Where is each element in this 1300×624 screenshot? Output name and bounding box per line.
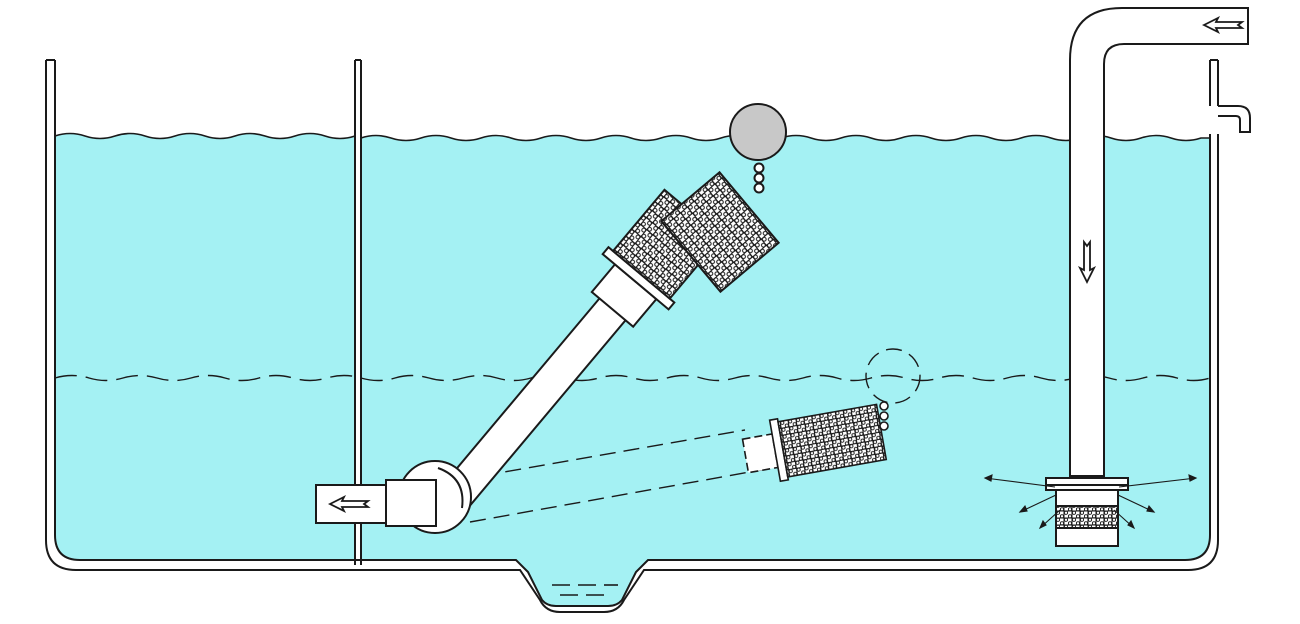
low-strainer-neck <box>741 433 779 474</box>
inlet-flange <box>1045 477 1129 486</box>
outlet-flow-arrow-left <box>327 494 371 514</box>
overflow-spout <box>1218 105 1251 133</box>
water-main-compartment <box>361 135 1210 572</box>
float-chain-link-2 <box>753 172 765 184</box>
tank-inner-wall <box>54 60 1211 607</box>
tank-outer-wall <box>45 60 1219 613</box>
water-left-compartment <box>55 133 355 560</box>
low-arm-edge-top <box>457 429 746 481</box>
elbow-inner-arc <box>437 467 464 509</box>
float-chain-link-1 <box>753 162 765 174</box>
low-arm-edge-bottom <box>469 467 773 523</box>
low-float-ball-outline <box>865 348 921 404</box>
tank <box>45 59 1219 613</box>
suction-strainer-high <box>659 170 781 294</box>
water-drain-sump <box>528 572 636 606</box>
diffuser-strainer <box>1055 505 1119 529</box>
low-water-level-line <box>54 374 1211 382</box>
low-strainer-screen <box>777 403 888 478</box>
outlet-coupling <box>385 479 437 527</box>
float-ball-sphere <box>729 103 787 161</box>
flow-arrows <box>327 15 1245 514</box>
diffuser-plate <box>1055 489 1119 507</box>
diffuser-spray-arrows <box>983 474 1198 530</box>
high-water-surface-left <box>54 132 356 140</box>
diffuser-base <box>1055 527 1119 547</box>
float-chain-link-3 <box>753 182 765 194</box>
tank-right-wall-top <box>1209 60 1219 106</box>
suction-strainer-low-position <box>741 403 888 483</box>
drain-sump-water-lines <box>552 584 618 596</box>
partition-wall <box>354 59 362 565</box>
inlet-pipe <box>1045 7 1249 547</box>
swivel-elbow-joint <box>315 460 472 534</box>
low-float-chain <box>879 401 889 431</box>
inlet-flow-arrow-down <box>1077 239 1097 285</box>
float-ball <box>729 103 787 194</box>
inlet-flow-arrow-left <box>1201 15 1245 35</box>
inlet-pipe-body <box>1069 7 1249 477</box>
suction-arm-low-position <box>457 348 921 523</box>
